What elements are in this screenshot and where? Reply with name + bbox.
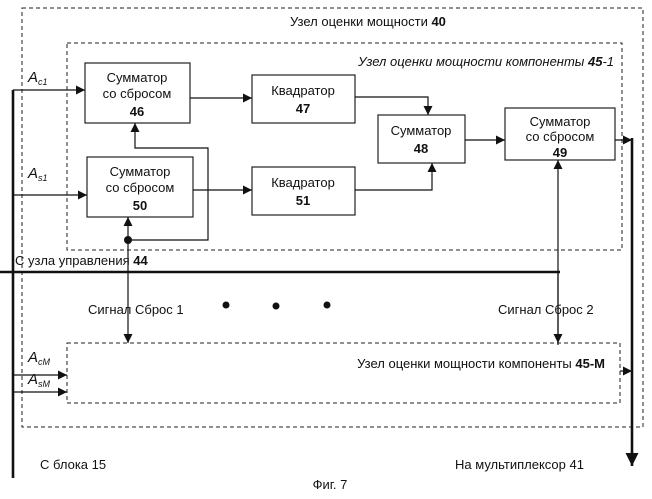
component-1-title: Узел оценки мощности компоненты 45-1 bbox=[357, 54, 614, 69]
svg-text:49: 49 bbox=[553, 145, 567, 160]
from-block-label: С блока 15 bbox=[40, 457, 106, 472]
to-mux-label: На мультиплексор 41 bbox=[455, 457, 584, 472]
arrow-47-48 bbox=[355, 97, 428, 115]
as1-label: As1 bbox=[27, 165, 48, 183]
block-48: Сумматор 48 bbox=[378, 115, 465, 163]
ellipsis-dot bbox=[223, 302, 230, 309]
block-49: Сумматор со сбросом 49 bbox=[505, 108, 615, 160]
svg-text:Сумматор: Сумматор bbox=[110, 164, 171, 179]
svg-text:50: 50 bbox=[133, 198, 147, 213]
control-label: С узла управления 44 bbox=[15, 253, 148, 268]
component-m-title: Узел оценки мощности компоненты 45-M bbox=[357, 356, 605, 371]
outer-block-title: Узел оценки мощности 40 bbox=[290, 14, 446, 29]
svg-text:48: 48 bbox=[414, 141, 428, 156]
ellipsis-dot bbox=[273, 303, 280, 310]
component-block-45-M bbox=[67, 343, 620, 403]
block-46: Сумматор со сбросом 46 bbox=[85, 63, 190, 123]
svg-text:со сбросом: со сбросом bbox=[103, 86, 172, 101]
reset2-label: Сигнал Сброс 2 bbox=[498, 302, 594, 317]
block-51: Квадратор 51 bbox=[252, 167, 355, 215]
asm-label: AsM bbox=[27, 371, 51, 389]
svg-text:Сумматор: Сумматор bbox=[107, 70, 168, 85]
ac1-label: Ac1 bbox=[27, 69, 48, 87]
svg-text:Квадратор: Квадратор bbox=[271, 175, 335, 190]
svg-text:со сбросом: со сбросом bbox=[106, 180, 175, 195]
svg-text:46: 46 bbox=[130, 104, 144, 119]
reset1-label: Сигнал Сброс 1 bbox=[88, 302, 184, 317]
svg-text:Сумматор: Сумматор bbox=[530, 114, 591, 129]
acm-label: AcM bbox=[27, 349, 51, 367]
figure-caption: Фиг. 7 bbox=[313, 477, 348, 492]
svg-text:51: 51 bbox=[296, 193, 310, 208]
block-47: Квадратор 47 bbox=[252, 75, 355, 123]
svg-text:со сбросом: со сбросом bbox=[526, 129, 595, 144]
svg-text:Сумматор: Сумматор bbox=[391, 123, 452, 138]
block-50: Сумматор со сбросом 50 bbox=[87, 157, 193, 217]
svg-text:47: 47 bbox=[296, 101, 310, 116]
ellipsis-dot bbox=[324, 302, 331, 309]
svg-text:Квадратор: Квадратор bbox=[271, 83, 335, 98]
arrow-51-48 bbox=[355, 163, 432, 190]
